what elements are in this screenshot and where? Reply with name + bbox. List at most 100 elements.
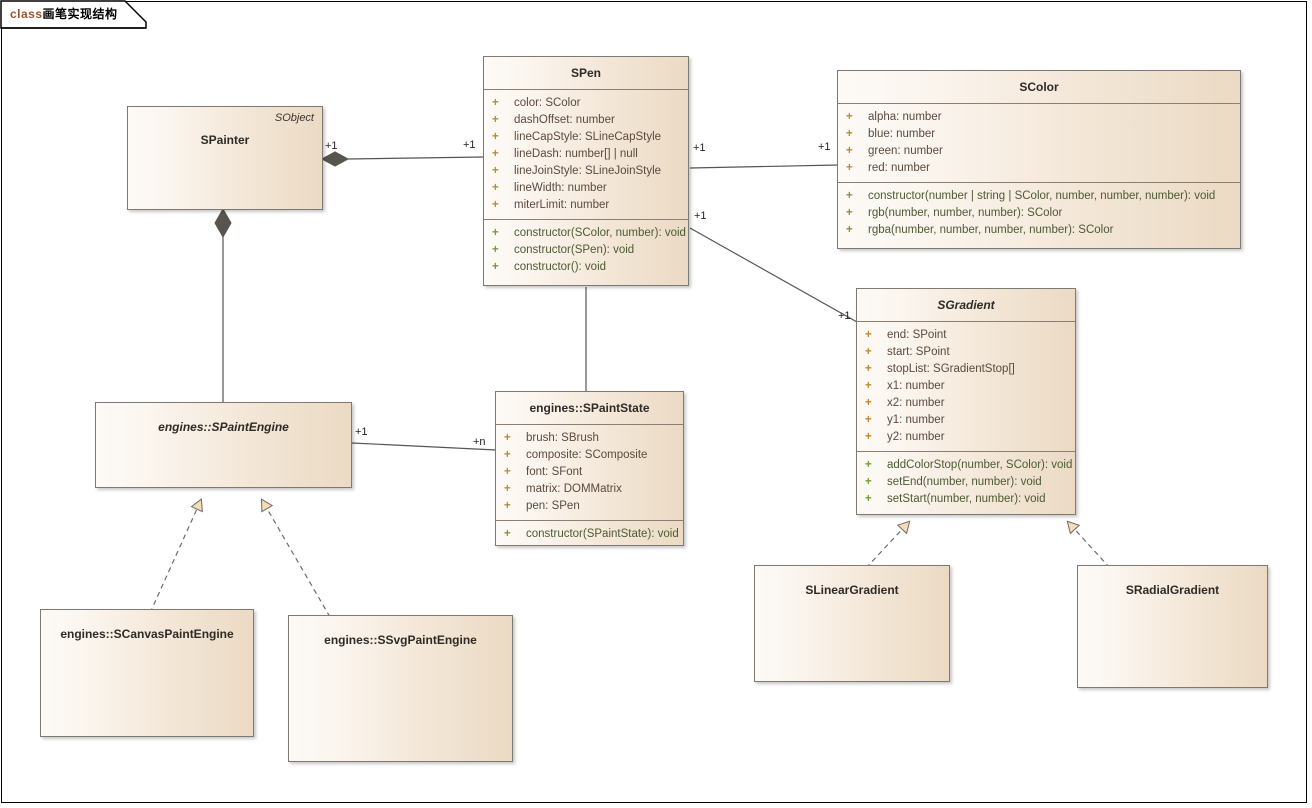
class-box-spainter[interactable]: SObject SPainter (127, 106, 323, 210)
attribute-text: red: number (868, 162, 931, 174)
attribute-row: +green: number (838, 143, 1240, 160)
attribute-text: green: number (868, 145, 943, 157)
class-box-sradialgradient[interactable]: SRadialGradient (1077, 565, 1268, 688)
visibility-marker: + (504, 500, 511, 512)
spainter-stereotype: SObject (274, 112, 314, 124)
method-text: constructor(SColor, number): void (514, 227, 686, 239)
spen-class-name: SPen (484, 57, 688, 90)
visibility-marker: + (504, 528, 511, 540)
multiplicity-pen-color-source: +1 (693, 142, 706, 154)
method-row: + constructor(SPen): void (484, 242, 688, 259)
method-text: addColorStop(number, SColor): void (887, 459, 1073, 471)
attribute-text: lineJoinStyle: SLineJoinStyle (514, 165, 662, 177)
method-text: constructor(SPaintState): void (526, 528, 679, 540)
visibility-marker: + (846, 190, 853, 202)
spaintstate-methods: + constructor(SPaintState): void (496, 520, 683, 545)
visibility-marker: + (865, 493, 872, 505)
class-box-spaintstate[interactable]: engines::SPaintState +brush: SBrush +com… (495, 391, 684, 546)
method-row: +rgb(number, number, number): SColor (838, 205, 1240, 222)
attribute-text: lineDash: number[] | null (514, 148, 638, 160)
attribute-text: brush: SBrush (526, 432, 599, 444)
attribute-text: y1: number (887, 414, 945, 426)
attribute-row: +pen: SPen (496, 498, 683, 515)
class-box-spen[interactable]: SPen +color: SColor +dashOffset: number … (483, 56, 689, 286)
method-text: constructor(): void (514, 261, 607, 273)
visibility-marker: + (492, 165, 499, 177)
attribute-text: end: SPoint (887, 329, 947, 341)
diagram-title-name: 画笔实现结构 (42, 7, 118, 21)
class-box-ssvgpaintengine[interactable]: engines::SSvgPaintEngine (288, 615, 513, 762)
method-row: +constructor(number | string | SColor, n… (838, 188, 1240, 205)
attribute-row: +x1: number (857, 378, 1075, 395)
visibility-marker: + (865, 431, 872, 443)
method-row: + setEnd(number, number): void (857, 474, 1075, 491)
visibility-marker: + (865, 414, 872, 426)
method-text: setStart(number, number): void (887, 493, 1046, 505)
attribute-row: + stopList: SGradientStop[] (857, 361, 1075, 378)
visibility-marker: + (865, 363, 872, 375)
attribute-text: y2: number (887, 431, 945, 443)
visibility-marker: + (504, 449, 511, 461)
visibility-marker: + (865, 459, 872, 471)
class-box-spaintengine[interactable]: engines::SPaintEngine (95, 402, 352, 488)
multiplicity-pen-color-target: +1 (818, 141, 831, 153)
visibility-marker: + (492, 261, 499, 273)
visibility-marker: + (492, 199, 499, 211)
visibility-marker: + (846, 128, 853, 140)
method-text: rgba(number, number, number, number): SC… (868, 224, 1114, 236)
visibility-marker: + (865, 346, 872, 358)
attribute-row: +x2: number (857, 395, 1075, 412)
attribute-text: miterLimit: number (514, 199, 610, 211)
attribute-row: + lineDash: number[] | null (484, 146, 688, 163)
visibility-marker: + (492, 148, 499, 160)
method-text: rgb(number, number, number): SColor (868, 207, 1063, 219)
attribute-row: +font: SFont (496, 464, 683, 481)
attribute-text: stopList: SGradientStop[] (887, 363, 1015, 375)
method-row: + setStart(number, number): void (857, 491, 1075, 508)
attribute-row: + start: SPoint (857, 344, 1075, 361)
attribute-row: +lineCapStyle: SLineCapStyle (484, 129, 688, 146)
attribute-row: +red: number (838, 160, 1240, 177)
attribute-text: x1: number (887, 380, 945, 392)
method-text: setEnd(number, number): void (887, 476, 1042, 488)
attribute-text: x2: number (887, 397, 945, 409)
attribute-row: + y1: number (857, 412, 1075, 429)
spen-attributes: +color: SColor +dashOffset: number +line… (484, 90, 688, 219)
method-row: + constructor(): void (484, 259, 688, 276)
class-box-scanvaspaintengine[interactable]: engines::SCanvasPaintEngine (40, 609, 254, 737)
scolor-methods: +constructor(number | string | SColor, n… (838, 182, 1240, 244)
method-row: +rgba(number, number, number, number): S… (838, 222, 1240, 239)
attribute-text: dashOffset: number (514, 114, 615, 126)
sgradient-attributes: + end: SPoint + start: SPoint + stopList: S… (857, 322, 1075, 451)
class-box-slineargradient[interactable]: SLinearGradient (754, 565, 950, 682)
spaintengine-class-name: engines::SPaintEngine (158, 420, 289, 434)
attribute-text: start: SPoint (887, 346, 950, 358)
multiplicity-pen-gradient-source: +1 (694, 210, 707, 222)
multiplicity-pen-gradient-target: +1 (838, 310, 851, 322)
attribute-row: + composite: SComposite (496, 447, 683, 464)
sgradient-methods: + addColorStop(number, SColor): void + set… (857, 451, 1075, 513)
spaintstate-attributes: + brush: SBrush + composite: SComposite +f… (496, 425, 683, 520)
scolor-class-name: SColor (838, 71, 1240, 104)
class-box-sgradient[interactable]: SGradient +end: SPoint +start: SPoint +s… (856, 288, 1076, 515)
spainter-class-name: SPainter (200, 133, 250, 147)
sradialgradient-class-name: SRadialGradient (1125, 583, 1220, 597)
visibility-marker: + (492, 182, 499, 194)
class-box-scolor[interactable]: SColor +alpha: number +blue: number +gre… (837, 70, 1241, 249)
multiplicity-painter-pen-source: +1 (325, 140, 338, 152)
attribute-text: lineWidth: number (514, 182, 607, 194)
attribute-row: + miterLimit: number (484, 197, 688, 214)
visibility-marker: + (865, 476, 872, 488)
attribute-text: font: SFont (526, 466, 583, 478)
method-text: constructor(SPen): void (514, 244, 635, 256)
visibility-marker: + (492, 227, 499, 239)
multiplicity-painter-pen-target: +1 (463, 139, 476, 151)
visibility-marker: + (492, 244, 499, 256)
attribute-text: blue: number (868, 128, 936, 140)
visibility-marker: + (492, 114, 499, 126)
visibility-marker: + (492, 97, 499, 109)
frame-tab-shape (0, 0, 147, 29)
attribute-text: composite: SComposite (526, 449, 648, 461)
